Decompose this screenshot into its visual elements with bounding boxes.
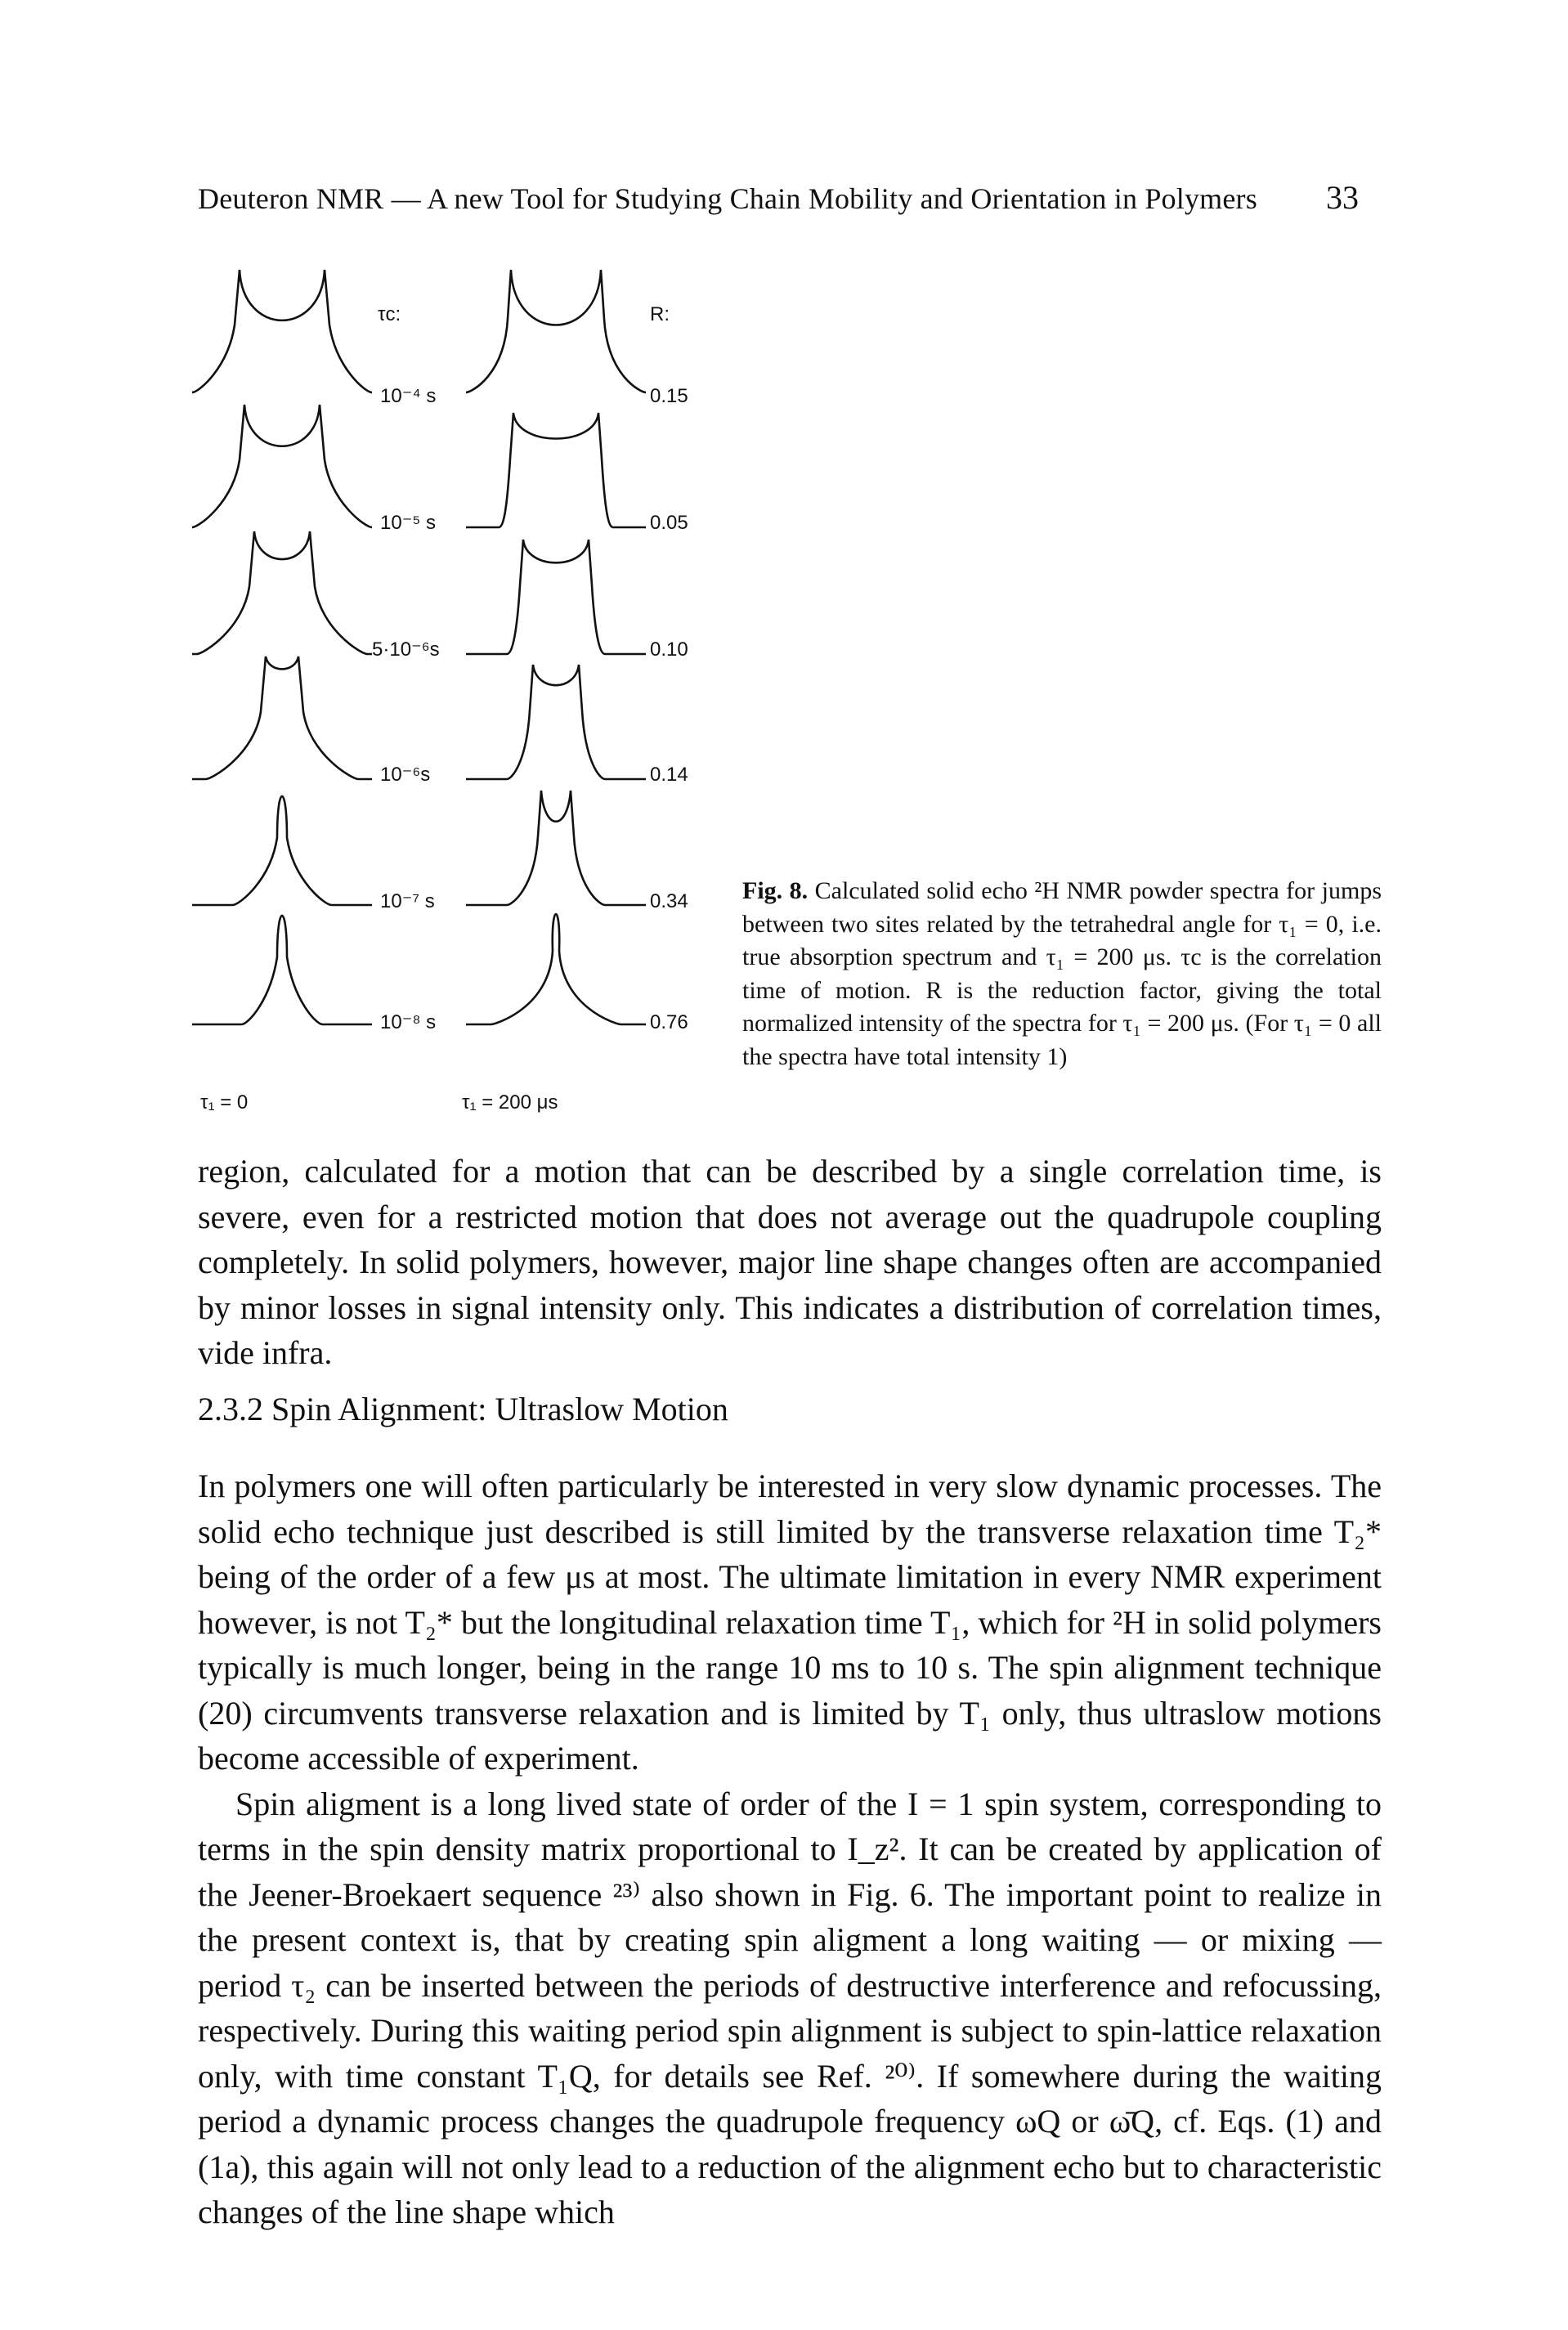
r-value-label: 0.76 — [650, 1011, 688, 1033]
tau-c-value-label: 10⁻⁸ s — [380, 1011, 436, 1033]
r-value-label: 0.14 — [650, 764, 688, 786]
right-spectrum-trace — [465, 269, 647, 394]
left-spectrum-trace — [192, 656, 372, 781]
body-paragraph-3: Spin aligment is a long lived state of o… — [198, 1785, 1382, 2231]
tau-c-value-label: 10⁻⁷ s — [380, 890, 435, 912]
page-number: 33 — [1326, 179, 1359, 216]
left-bottom-label: τ₁ = 0 — [200, 1091, 248, 1113]
right-spectrum-trace — [466, 790, 646, 907]
tau-c-value-label: 10⁻⁶s — [380, 764, 430, 786]
body-paragraph-1-block: region, calculated for a motion that can… — [198, 1149, 1382, 1376]
r-column-label: R: — [650, 303, 670, 325]
left-spectrum-trace — [191, 269, 373, 394]
left-spectrum-trace — [192, 531, 372, 656]
right-spectrum-trace — [466, 539, 646, 656]
right-spectrum-trace — [466, 912, 646, 1026]
r-value-label: 0.34 — [650, 890, 688, 912]
r-value-label: 0.05 — [650, 512, 688, 534]
body-paragraph-2: In polymers one will often particularly … — [198, 1467, 1382, 1777]
running-title: Deuteron NMR — A new Tool for Studying C… — [198, 182, 1257, 215]
right-spectra-column — [465, 269, 647, 1026]
right-spectrum-trace — [466, 664, 646, 781]
left-spectrum-trace — [191, 404, 373, 529]
right-bottom-label: τ₁ = 200 μs — [462, 1091, 558, 1113]
left-spectrum-trace — [192, 795, 372, 907]
body-paragraph-1: region, calculated for a motion that can… — [198, 1153, 1382, 1371]
right-spectrum-trace — [466, 412, 646, 529]
caption-label: Fig. 8. — [742, 877, 809, 904]
tau-c-column-label: τc: — [378, 303, 401, 325]
caption-text: Calculated solid echo ²H NMR powder spec… — [742, 877, 1382, 1070]
tau-c-value-label: 10⁻⁴ s — [380, 385, 436, 407]
figure-caption: Fig. 8. Calculated solid echo ²H NMR pow… — [742, 875, 1382, 1073]
tau-c-value-label: 5·10⁻⁶s — [372, 639, 440, 661]
left-spectrum-trace — [192, 914, 372, 1026]
r-value-label: 0.10 — [650, 639, 688, 661]
tau-c-value-label: 10⁻⁵ s — [380, 512, 436, 534]
section-heading: 2.3.2 Spin Alignment: Ultraslow Motion — [198, 1391, 728, 1427]
figure-8-spectra: τc: R: 10⁻⁴ s 10⁻⁵ s 5·10⁻⁶s 10⁻⁶s 10⁻⁷ s 10⁻… — [191, 269, 688, 1113]
r-value-label: 0.15 — [650, 385, 688, 407]
left-spectra-column — [191, 269, 373, 1026]
body-paragraphs-block: In polymers one will often particularly … — [198, 1463, 1382, 2235]
